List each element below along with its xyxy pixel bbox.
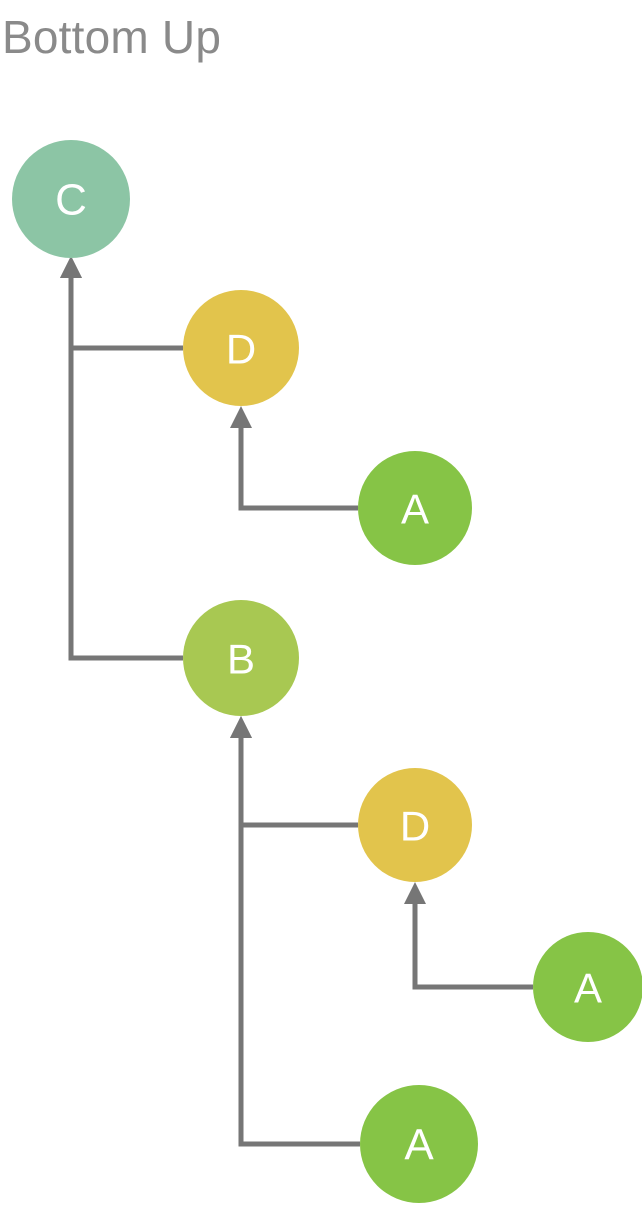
node-circle[interactable] xyxy=(358,451,472,565)
node-circle[interactable] xyxy=(183,290,299,406)
edge-line xyxy=(238,418,358,511)
edge-layer xyxy=(60,256,533,1147)
arrowhead-icon xyxy=(230,716,252,738)
edge-b-to-c xyxy=(60,256,183,661)
arrowhead-icon xyxy=(404,882,426,904)
edge-a-upper-to-d xyxy=(230,406,358,511)
edge-d-upper-to-c xyxy=(60,256,183,351)
page-title: Bottom Up xyxy=(2,11,222,63)
edge-line xyxy=(68,268,183,661)
node-circle[interactable] xyxy=(358,768,472,882)
arrowhead-icon xyxy=(230,406,252,428)
edge-d-lower-to-b xyxy=(230,716,358,828)
node-circle[interactable] xyxy=(360,1085,478,1203)
node-d-lower[interactable]: D xyxy=(358,768,472,882)
node-a-bottom[interactable]: A xyxy=(360,1085,478,1203)
node-circle[interactable] xyxy=(12,140,130,258)
edge-line xyxy=(238,728,358,828)
edge-line xyxy=(68,268,183,351)
edge-line xyxy=(238,728,360,1147)
node-c-root[interactable]: C xyxy=(12,140,130,258)
arrowhead-icon xyxy=(60,256,82,278)
edge-a-bottom-to-b xyxy=(230,716,360,1147)
node-a-right[interactable]: A xyxy=(533,932,642,1042)
node-circle[interactable] xyxy=(183,600,299,716)
edge-a-right-to-d xyxy=(404,882,533,990)
node-a-upper[interactable]: A xyxy=(358,451,472,565)
node-d-upper[interactable]: D xyxy=(183,290,299,406)
edge-line xyxy=(412,894,533,990)
node-circle[interactable] xyxy=(533,932,642,1042)
node-b-middle[interactable]: B xyxy=(183,600,299,716)
